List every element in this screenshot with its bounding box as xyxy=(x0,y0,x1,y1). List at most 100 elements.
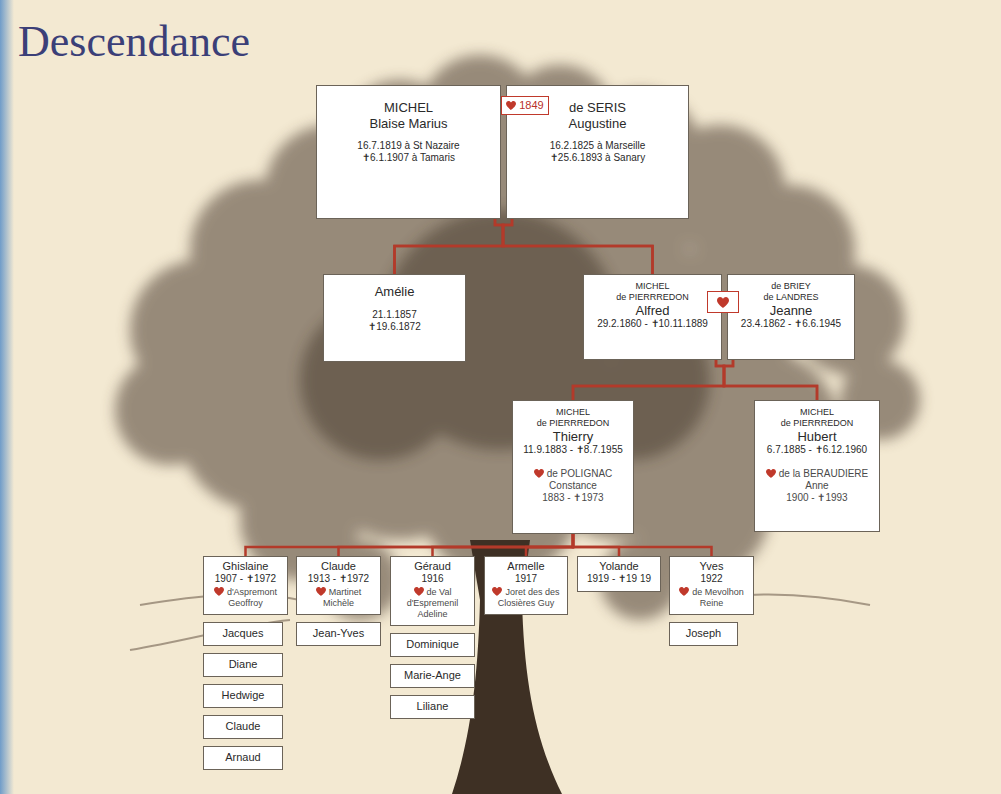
node-text: 23.4.1862 - ✝6.6.1945 xyxy=(741,318,841,329)
diagram-title: Descendance xyxy=(18,16,250,67)
grandchild-box: Dominique xyxy=(390,633,475,657)
heart-icon xyxy=(766,469,776,478)
text-row: Marie-Ange xyxy=(404,669,461,682)
heart-icon xyxy=(316,587,326,596)
node-text: de PIERRREDON xyxy=(781,418,854,428)
node-text: 11.9.1883 - ✝8.7.1955 xyxy=(523,444,623,455)
heart-icon xyxy=(414,587,424,596)
grandchild-box: Jean-Yves xyxy=(296,622,381,646)
text-row: 6.7.1885 - ✝6.12.1960 xyxy=(767,444,867,456)
node-text: 1913 - ✝1972 xyxy=(308,573,369,584)
family-line xyxy=(433,534,574,556)
family-line xyxy=(724,360,817,400)
text-row: 16.2.1825 à Marseille xyxy=(550,140,646,152)
node-text: ✝6.1.1907 à Tamaris xyxy=(362,152,455,163)
text-row: Diane xyxy=(229,658,258,671)
heart-icon xyxy=(534,469,544,478)
text-row: 29.2.1860 - ✝10.11.1889 xyxy=(597,318,708,330)
node-text: Dominique xyxy=(406,638,459,650)
text-row: de PIERRREDON xyxy=(537,418,610,429)
grandchild-box: Arnaud xyxy=(203,746,283,770)
node-text: de la BERAUDIERE xyxy=(779,468,868,479)
node-text: Joret des des Closières Guy xyxy=(498,587,560,608)
text-row: MICHEL xyxy=(384,100,433,116)
node-text: ✝25.6.1893 à Sanary xyxy=(550,152,645,163)
text-row: de POLIGNAC xyxy=(534,468,613,480)
text-row: Ghislaine xyxy=(223,560,269,573)
person-box: MICHELde PIERRREDONHubert6.7.1885 - ✝6.1… xyxy=(754,400,880,532)
tree-canopy xyxy=(115,55,920,620)
family-line xyxy=(339,534,574,556)
text-row: 11.9.1883 - ✝8.7.1955 xyxy=(523,444,623,456)
text-row: d'Aspremont Geoffroy xyxy=(209,587,282,609)
text-row: Dominique xyxy=(406,638,459,651)
heart-icon xyxy=(717,297,729,308)
child-box: Yves1922de Mevolhon Reine xyxy=(669,556,754,615)
text-row: Constance xyxy=(549,480,597,492)
child-box: Géraud1916de Val d'Espremenil Adeline xyxy=(390,556,475,626)
text-row: 1907 - ✝1972 xyxy=(215,573,276,585)
node-text: 1849 xyxy=(519,99,543,111)
heart-icon xyxy=(506,101,516,110)
node-text: de POLIGNAC xyxy=(547,468,613,479)
text-row: MICHEL xyxy=(800,407,834,418)
text-row: Jean-Yves xyxy=(313,627,364,640)
text-row: Augustine xyxy=(569,116,627,132)
grandchild-box: Liliane xyxy=(390,695,475,719)
node-text: Alfred xyxy=(636,303,670,318)
node-text: Jeanne xyxy=(770,303,813,318)
text-row: Géraud xyxy=(414,560,451,573)
text-row: de la BERAUDIERE xyxy=(766,468,868,480)
node-text: Amélie xyxy=(375,284,415,299)
node-text: 1916 xyxy=(421,573,443,584)
text-row: 23.4.1862 - ✝6.6.1945 xyxy=(741,318,841,330)
heart-icon xyxy=(766,469,776,478)
text-row: Yves xyxy=(700,560,724,573)
person-box: de BRIEYde LANDRESJeanne23.4.1862 - ✝6.6… xyxy=(727,274,855,360)
text-row: Alfred xyxy=(636,303,670,319)
node-text: Armelle xyxy=(507,560,544,572)
marriage-heart-box xyxy=(707,291,739,313)
node-text: de Mevolhon Reine xyxy=(692,587,744,608)
node-text: 1900 - ✝1993 xyxy=(786,492,847,503)
node-text: Géraud xyxy=(414,560,451,572)
text-row: Hubert xyxy=(797,429,836,445)
text-row: 1913 - ✝1972 xyxy=(308,573,369,585)
node-text: Anne xyxy=(805,480,828,491)
text-row: Armelle xyxy=(507,560,544,573)
node-text: MICHEL xyxy=(556,407,590,417)
text-row: 21.1.1857 xyxy=(372,309,417,321)
node-text: Thierry xyxy=(553,429,593,444)
node-text: de SERIS xyxy=(569,100,626,115)
node-text: Hedwige xyxy=(222,689,265,701)
heart-icon xyxy=(506,101,516,110)
text-row: de PIERRREDON xyxy=(616,292,689,303)
grandchild-box: Joseph xyxy=(669,622,738,646)
text-row: 16.7.1819 à St Nazaire xyxy=(357,140,459,152)
heart-icon xyxy=(316,587,326,596)
text-row: Anne xyxy=(805,480,828,492)
text-row: Martinet Michèle xyxy=(302,587,375,609)
text-row: Arnaud xyxy=(225,751,260,764)
node-text: Diane xyxy=(229,658,258,670)
text-row: Liliane xyxy=(417,700,449,713)
text-row: Hedwige xyxy=(222,689,265,702)
heart-icon xyxy=(414,587,424,596)
family-line xyxy=(573,360,733,400)
node-text: 1919 - ✝19 19 xyxy=(587,573,651,584)
family-line xyxy=(573,534,619,556)
heart-icon xyxy=(679,587,689,596)
node-text: 16.2.1825 à Marseille xyxy=(550,140,646,151)
node-text: Claude xyxy=(321,560,356,572)
grandchild-box: Diane xyxy=(203,653,283,677)
node-text: Jean-Yves xyxy=(313,627,364,639)
person-box: Amélie21.1.1857✝19.6.1872 xyxy=(323,274,466,362)
grandchild-box: Claude xyxy=(203,715,283,739)
node-text: Augustine xyxy=(569,116,627,131)
node-text: 1883 - ✝1973 xyxy=(542,492,603,503)
node-text: 21.1.1857 xyxy=(372,309,417,320)
node-text: Martinet Michèle xyxy=(323,587,361,608)
node-text: Yves xyxy=(700,560,724,572)
node-text: Hubert xyxy=(797,429,836,444)
